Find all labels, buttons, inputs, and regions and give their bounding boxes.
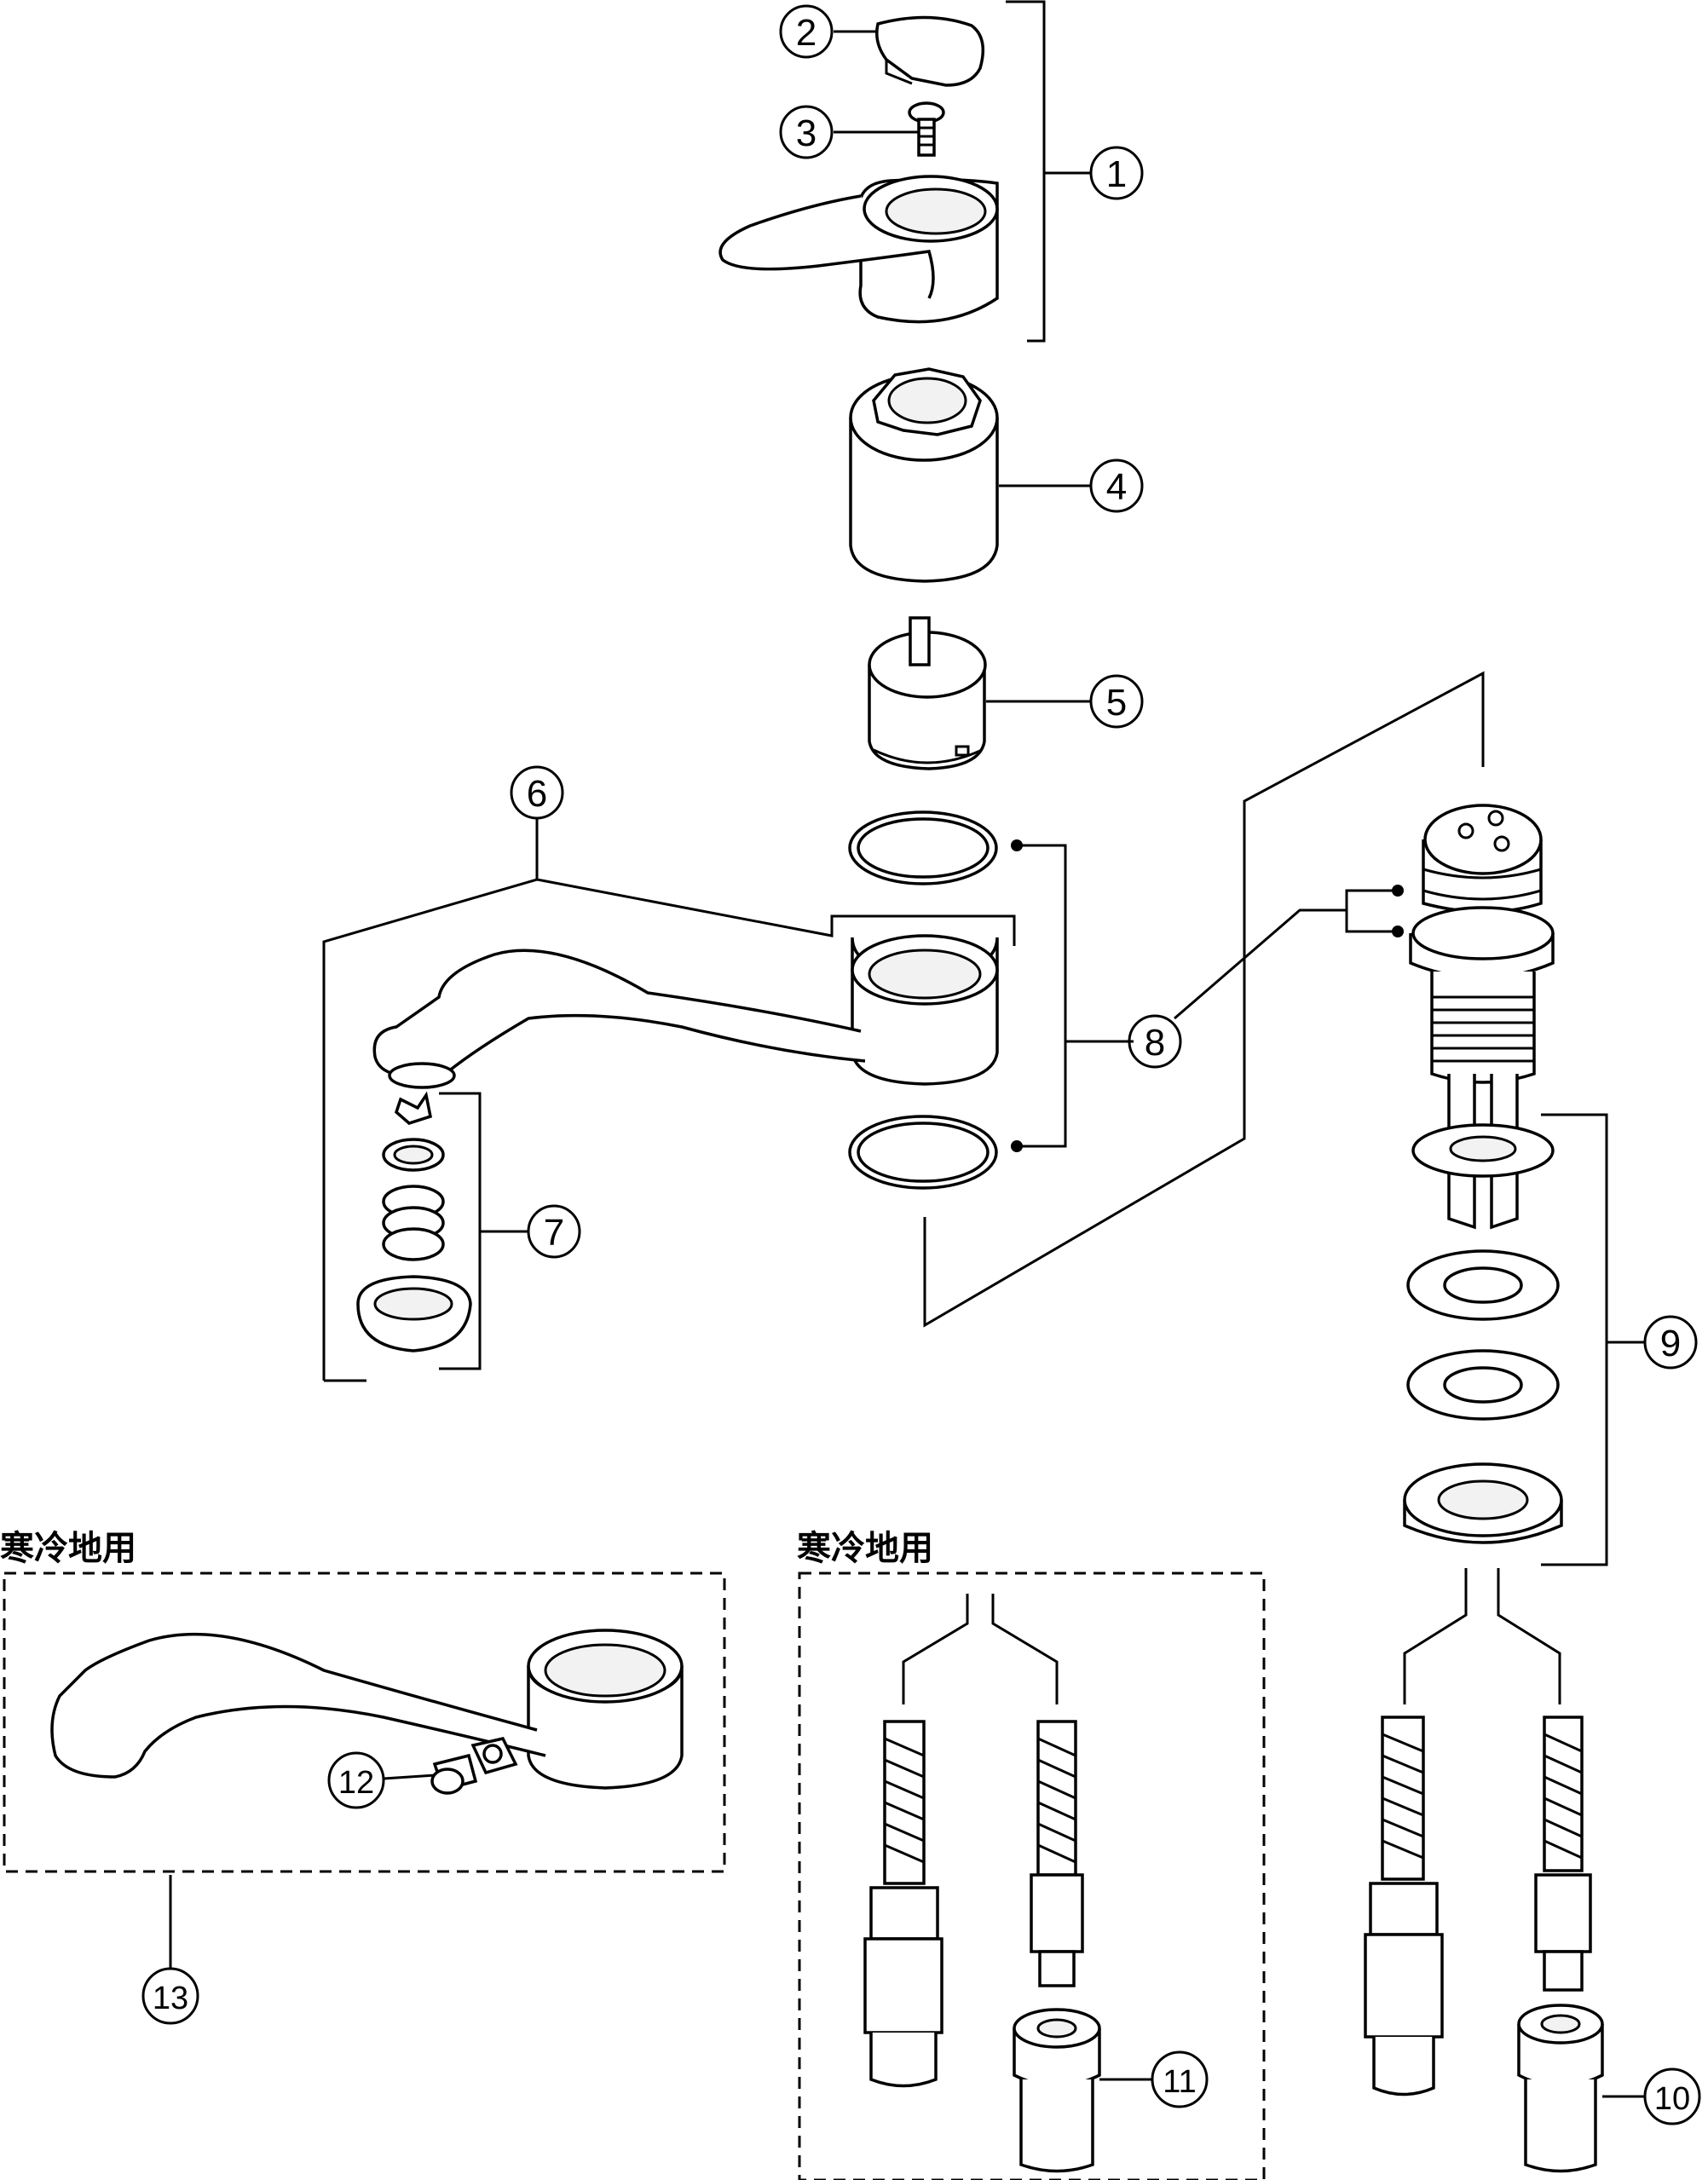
bracket-9 (1541, 1113, 1645, 1566)
cold-region-label-right: 寒冷地用 (797, 1529, 933, 1568)
callout-4-label: 4 (1106, 466, 1127, 508)
callout-11: 11 (1151, 2050, 1209, 2108)
callout-1: 1 (1089, 146, 1144, 200)
callout-8-label: 8 (1145, 1022, 1165, 1064)
cold-region-hoses (863, 1720, 1101, 2173)
callout-3-label: 3 (796, 112, 816, 154)
callout-2-label: 2 (796, 12, 816, 54)
callout-1-label: 1 (1106, 153, 1127, 195)
callout-13-label: 13 (153, 1981, 188, 2016)
callout-2: 2 (779, 4, 834, 59)
aerator-parts (356, 1091, 472, 1352)
mounting-body (1409, 804, 1555, 1230)
valve-cartridge (868, 616, 987, 770)
bracket-7 (439, 1092, 528, 1370)
callout-7: 7 (527, 1204, 581, 1259)
callout-13: 13 (141, 1967, 199, 2025)
callout-6: 6 (510, 765, 564, 820)
cartridge-cover (849, 367, 999, 583)
callout-10-label: 10 (1654, 2081, 1690, 2117)
drain-plug (430, 1753, 478, 1795)
callout-3: 3 (779, 105, 834, 159)
callout-12-label: 12 (338, 1765, 374, 1801)
supply-hose-pair (1364, 1716, 1604, 2173)
callout-11-label: 11 (1163, 2064, 1196, 2100)
callout-4: 4 (1089, 458, 1144, 513)
cold-region-box-right (798, 1572, 1266, 2180)
bracket-6 (322, 818, 1016, 1381)
callout-9: 9 (1643, 1315, 1698, 1370)
spout (372, 934, 999, 1089)
cold-region-spout (50, 1629, 684, 1790)
bracket-1 (1006, 0, 1091, 343)
o-ring-lower (848, 1115, 998, 1190)
callout-8: 8 (1128, 1014, 1182, 1069)
callout-10: 10 (1643, 2068, 1701, 2125)
mounting-hardware (1403, 1123, 1563, 1544)
callout-5: 5 (1089, 674, 1144, 729)
callout-12: 12 (327, 1751, 385, 1809)
callout-9-label: 9 (1660, 1323, 1681, 1364)
callout-6-label: 6 (527, 773, 547, 815)
lever-handle-assembly (718, 15, 999, 324)
callout-5-label: 5 (1106, 682, 1127, 724)
cold-region-label-left: 寒冷地用 (0, 1529, 136, 1568)
o-ring-upper (848, 810, 998, 885)
callout-7-label: 7 (544, 1212, 564, 1254)
cold-region-box-left (3, 1572, 726, 1873)
